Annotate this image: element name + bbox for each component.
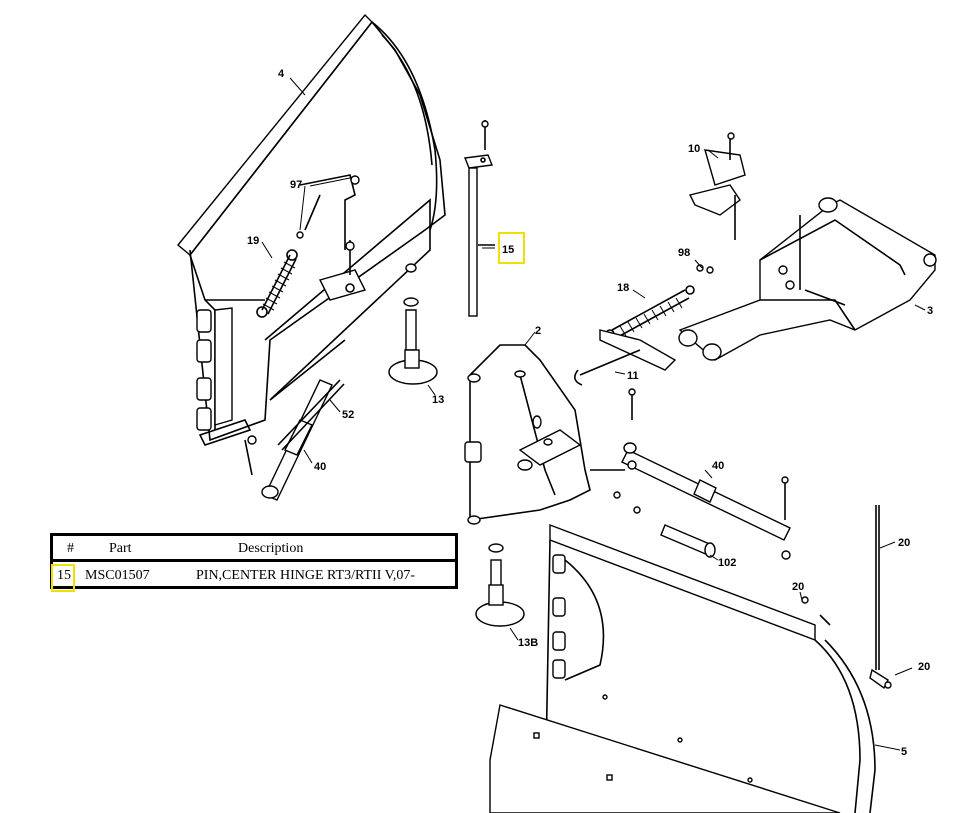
callout-13: 13 xyxy=(432,394,444,406)
callout-3: 3 xyxy=(927,305,933,317)
parts-table-header: # Part Description xyxy=(53,536,455,562)
spring-bracket-11 xyxy=(574,329,677,386)
a-frame-3 xyxy=(678,197,937,361)
callout-2: 2 xyxy=(535,325,541,337)
callout-19: 19 xyxy=(247,235,259,247)
row-num-highlight xyxy=(51,564,75,592)
bracket-10 xyxy=(688,132,746,240)
cylinder-40-right xyxy=(621,388,791,560)
pin-102 xyxy=(613,491,716,558)
callout-4: 4 xyxy=(278,68,285,80)
callout-40-left: 40 xyxy=(314,461,326,473)
callout-98: 98 xyxy=(678,247,690,259)
leader-lines xyxy=(261,77,926,751)
callout-11: 11 xyxy=(627,370,639,382)
parts-table: # Part Description 15 MSC01507 PIN,CENTE… xyxy=(50,533,458,589)
callout-20-mid: 20 xyxy=(792,581,804,593)
cylinder-40-left xyxy=(261,379,333,501)
callout-15-highlight xyxy=(498,232,525,264)
callout-15: 15 xyxy=(502,244,514,256)
callout-20-bottom: 20 xyxy=(918,661,930,673)
callout-20-top: 20 xyxy=(898,537,910,549)
header-num: # xyxy=(67,541,74,556)
header-description: Description xyxy=(238,541,304,556)
callout-52: 52 xyxy=(342,409,354,421)
right-blade-5 xyxy=(489,523,876,813)
callout-97: 97 xyxy=(290,179,302,191)
header-part: Part xyxy=(109,541,132,556)
left-blade-assembly xyxy=(177,13,446,501)
shoe-13b xyxy=(475,543,525,627)
callout-13b: 13B xyxy=(518,637,538,649)
row-part: MSC01507 xyxy=(85,568,150,583)
center-frame-2 xyxy=(464,344,625,525)
blade-marker-20 xyxy=(801,505,892,690)
center-hinge-pin-15 xyxy=(464,120,495,317)
row-num: 15 xyxy=(57,568,71,583)
spring-19 xyxy=(256,249,298,318)
callout-102: 102 xyxy=(718,557,736,569)
callout-10: 10 xyxy=(688,143,700,155)
callout-5: 5 xyxy=(901,746,907,758)
row-description: PIN,CENTER HINGE RT3/RTII V,07- xyxy=(196,568,416,583)
callout-18: 18 xyxy=(617,282,629,294)
shoe-13 xyxy=(388,263,438,385)
callout-40-right: 40 xyxy=(712,460,724,472)
